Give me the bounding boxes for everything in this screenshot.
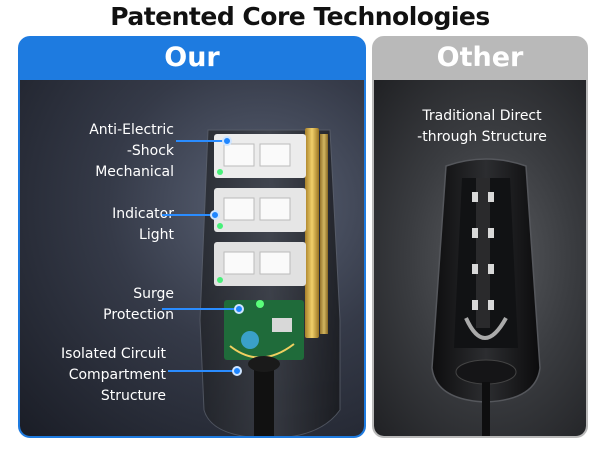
other-panel-header: Other [436, 42, 524, 73]
callout-anti-electric-shock: Anti-Electric -Shock Mechanical [24, 120, 174, 183]
page-title: Patented Core Technologies [110, 2, 490, 31]
callout-line-text: Light [139, 227, 174, 243]
callout-connector [162, 308, 238, 310]
callout-line-text: Structure [100, 388, 166, 404]
callout-line-text: Mechanical [95, 164, 174, 180]
callout-connector [168, 370, 234, 372]
other-structure-label: Traditional Direct -through Structure [374, 106, 586, 148]
callout-surge-protection: Surge Protection [24, 284, 174, 326]
callout-line-text: Anti-Electric [89, 122, 174, 138]
other-label-line: Traditional Direct [422, 108, 542, 124]
callout-marker-dot [210, 210, 220, 220]
other-panel: Other Traditional Direct -through Struct… [372, 36, 588, 438]
callout-marker-dot [222, 136, 232, 146]
callout-marker-dot [232, 366, 242, 376]
callout-isolated-circuit: Isolated Circuit Compartment Structure [20, 344, 166, 407]
callout-line-text: Compartment [68, 367, 166, 383]
callout-connector [176, 140, 226, 142]
callout-line-text: Indicator [112, 206, 174, 222]
callout-connector [162, 214, 212, 216]
our-panel-body: Anti-Electric -Shock Mechanical Indicato… [20, 80, 364, 436]
callout-line-text: Protection [103, 307, 174, 323]
our-panel-header: Our [164, 42, 220, 73]
callout-line-text: Isolated Circuit [61, 346, 166, 362]
traditional-strip-image [431, 158, 541, 436]
callout-marker-dot [234, 304, 244, 314]
our-panel: Our [18, 36, 366, 438]
other-label-line: -through Structure [417, 129, 547, 145]
callout-line-text: -Shock [126, 143, 174, 159]
power-strip-cutaway-image [199, 128, 341, 436]
callout-indicator-light: Indicator Light [24, 204, 174, 246]
callout-line-text: Surge [133, 286, 174, 302]
